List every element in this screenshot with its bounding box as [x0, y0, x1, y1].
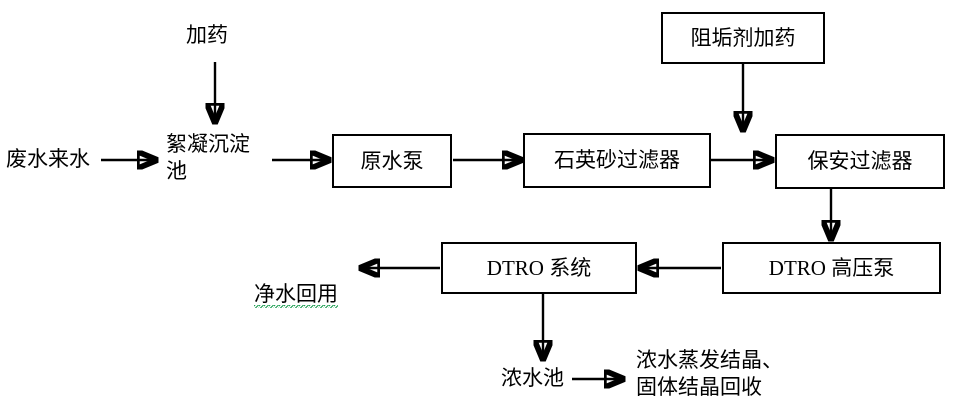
node-clean-water-reuse: 净水回用	[254, 254, 354, 309]
node-dosing: 加药	[186, 23, 228, 47]
node-flocculation-tank: 絮凝沉淀 池	[166, 132, 250, 184]
node-security-filter[interactable]: 保安过滤器	[775, 134, 945, 189]
node-evaporation-crystallization: 浓水蒸发结晶、 固体结晶回收	[636, 348, 783, 400]
node-antiscalant-dosing[interactable]: 阻垢剂加药	[661, 12, 825, 64]
clean-water-reuse-label: 净水回用	[254, 282, 338, 309]
node-concentrate-tank: 浓水池	[501, 366, 564, 390]
node-dtro-high-pressure-pump[interactable]: DTRO 高压泵	[722, 242, 941, 294]
node-quartz-sand-filter[interactable]: 石英砂过滤器	[523, 133, 711, 188]
node-influent: 废水来水	[6, 147, 90, 171]
node-dtro-system[interactable]: DTRO 系统	[441, 242, 637, 294]
node-raw-water-pump[interactable]: 原水泵	[332, 134, 452, 188]
